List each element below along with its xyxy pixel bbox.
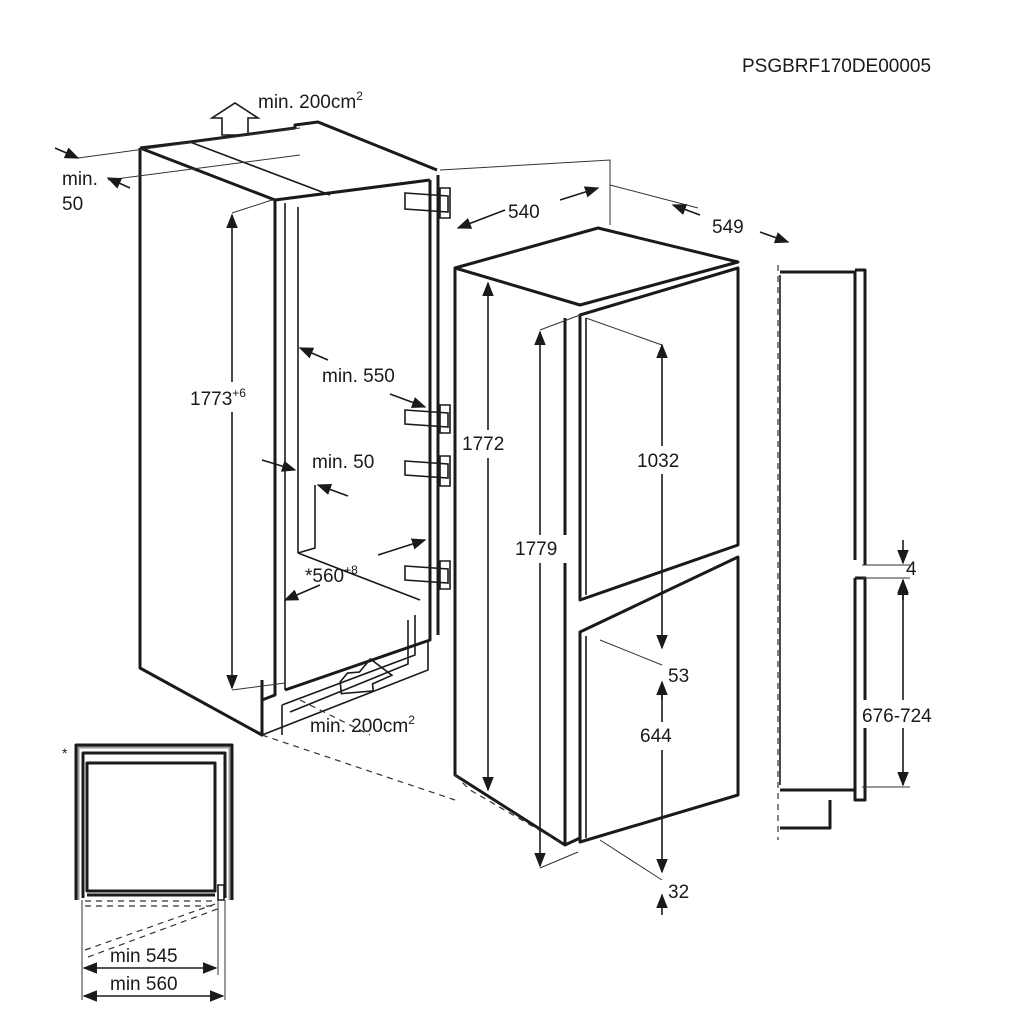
lower-door-range-label: 676-724 [862, 706, 932, 727]
min-545-label: min 545 [110, 946, 178, 967]
lower-door-label: 644 [640, 726, 672, 747]
rear-gap-arrow [54, 147, 80, 159]
side-gap-4-label: 4 [906, 559, 917, 580]
niche-width-label: *560+8 [305, 563, 358, 587]
niche-cabinet [138, 120, 440, 737]
min-560-label: min 560 [110, 974, 178, 995]
appliance-depth-label: 549 [712, 217, 744, 238]
niche-depth-label: min. 550 [322, 366, 395, 387]
vent-up-arrow-icon [209, 102, 261, 136]
footnote-mark: * [62, 745, 68, 761]
door-gap-label: 53 [668, 666, 689, 687]
upper-door [578, 266, 740, 602]
drawing-code: PSGBRF170DE00005 [742, 56, 931, 77]
plan-view: * [62, 743, 234, 1000]
vent-in-arrow-icon [339, 657, 394, 695]
appliance-footprint [85, 761, 217, 893]
niche-height-label: 1773+6 [190, 386, 246, 410]
top-vent-label: min. 200cm2 [258, 89, 363, 113]
lower-door [578, 555, 740, 844]
cabinet-height-label: 1772 [462, 434, 504, 455]
appliance [261, 159, 740, 847]
bottom-offset-label: 32 [668, 882, 689, 903]
appliance-width-label: 540 [508, 202, 540, 223]
rear-gap-label-1: min. [62, 169, 98, 190]
side-profile [777, 265, 867, 840]
upper-door-label: 1032 [637, 451, 679, 472]
hinges [404, 187, 451, 590]
side-gap-label: min. 50 [312, 452, 374, 473]
bottom-vent-label: min. 200cm2 [310, 713, 415, 737]
total-height-label: 1779 [515, 539, 557, 560]
rear-gap-label-2: 50 [62, 194, 83, 215]
